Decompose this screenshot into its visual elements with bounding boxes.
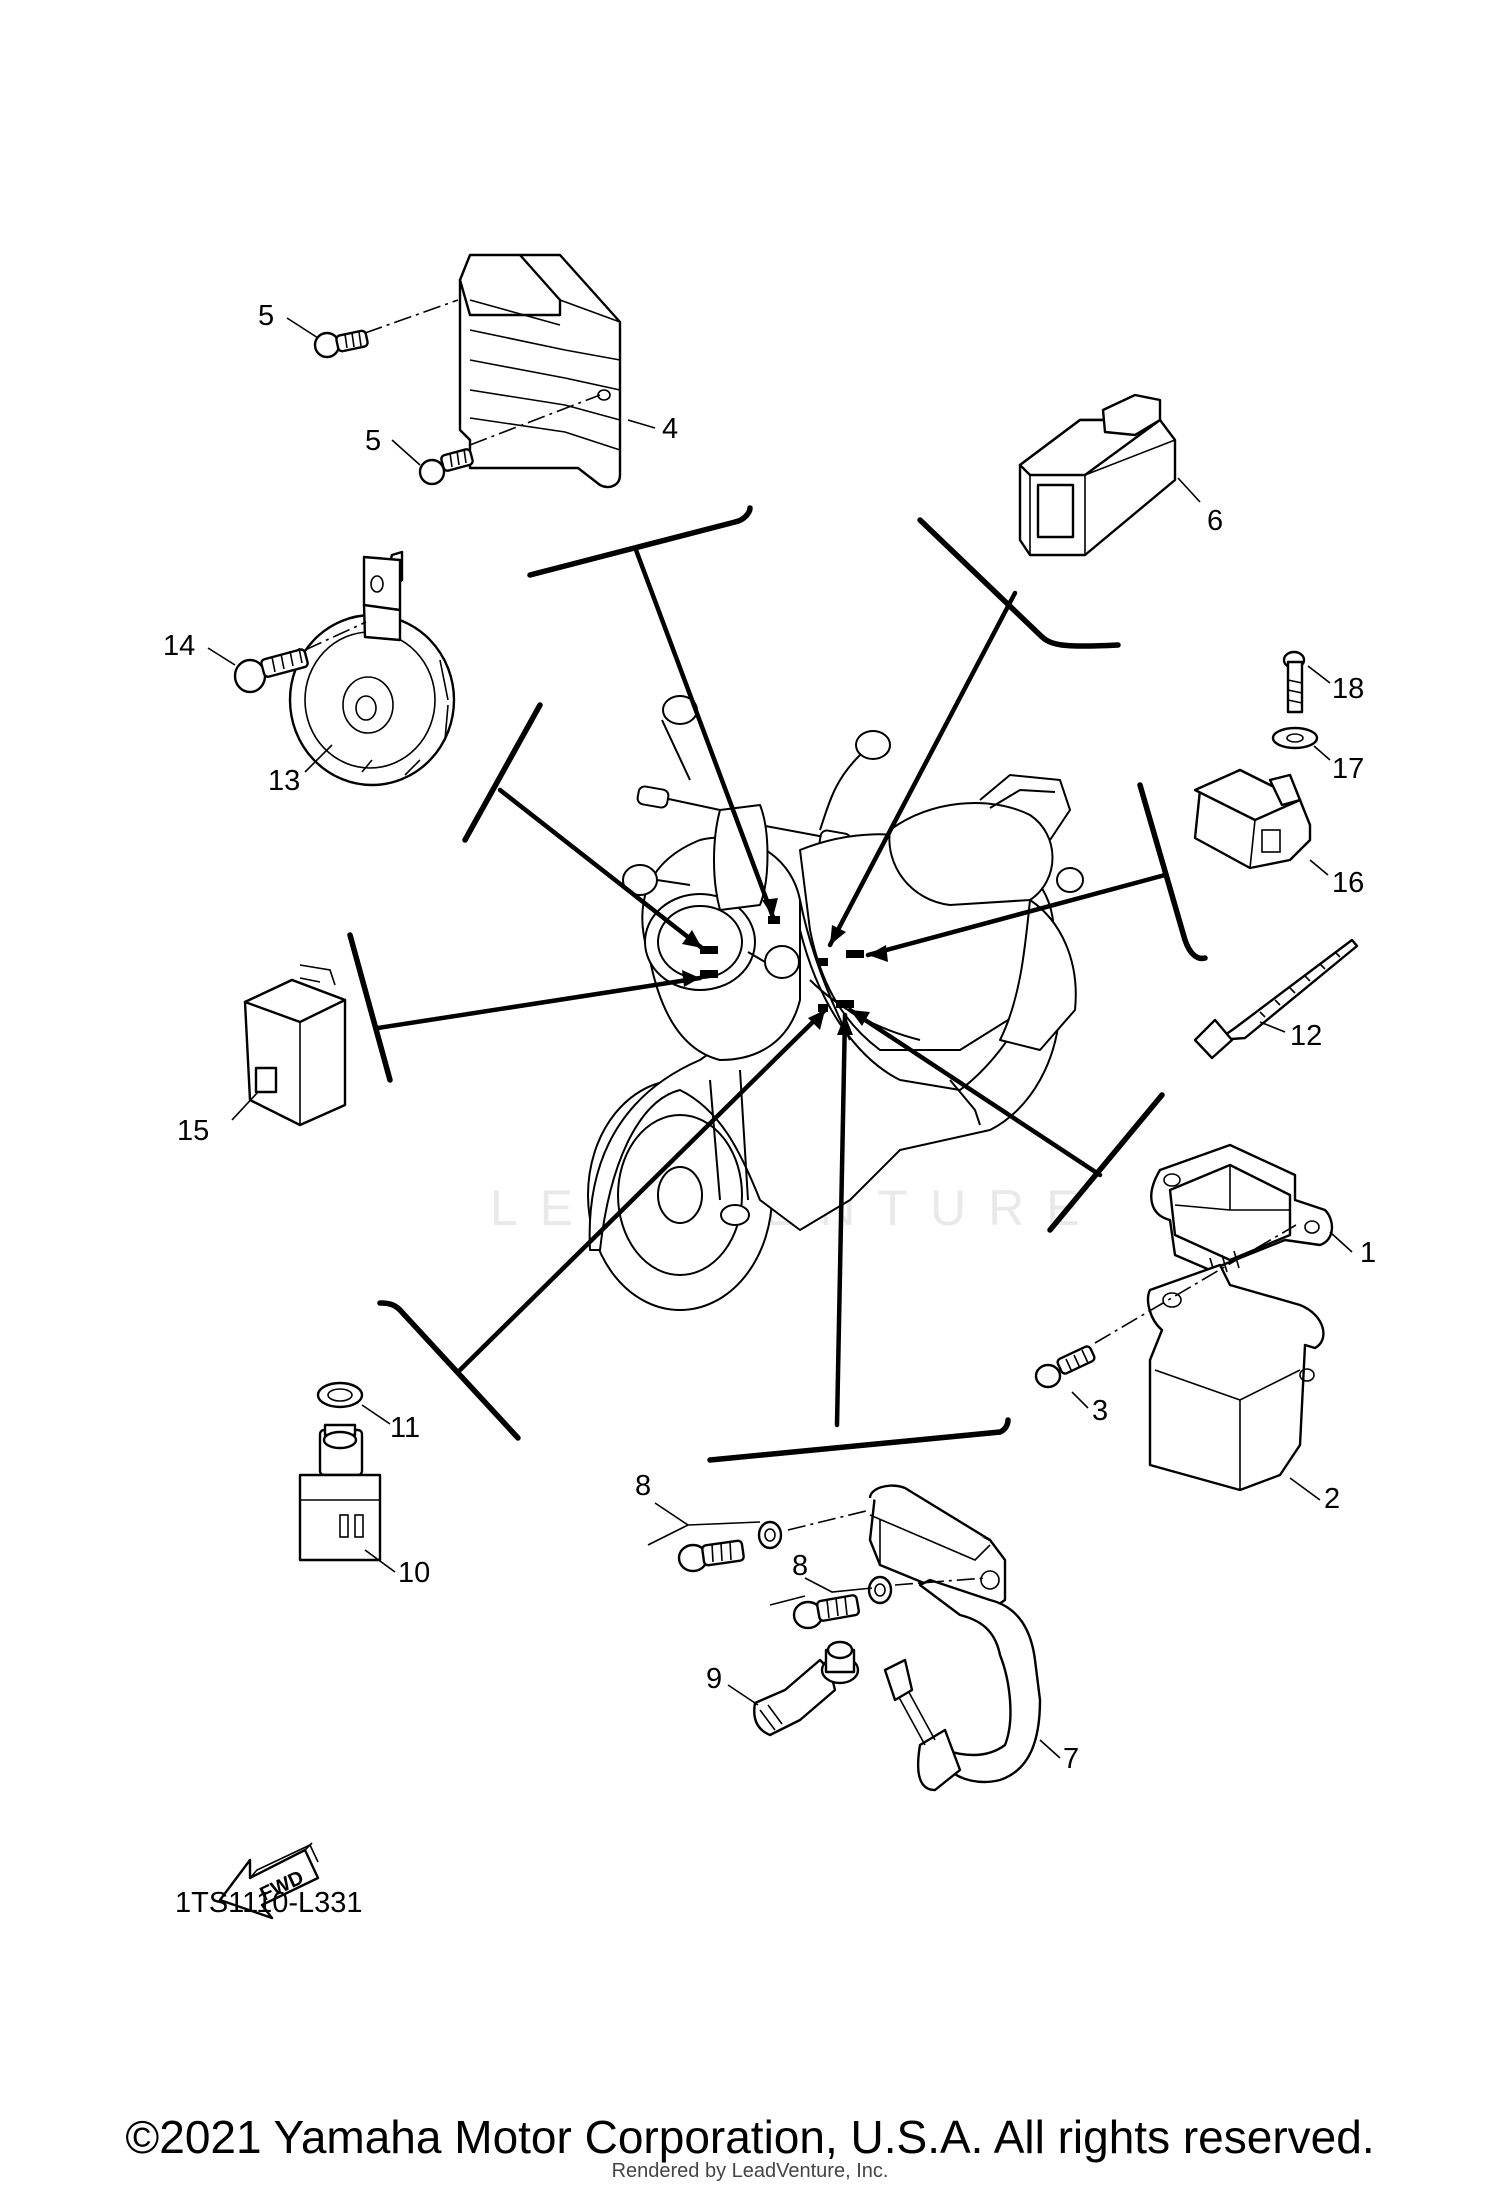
callout-9: 9 bbox=[706, 1663, 722, 1695]
part-16-relay bbox=[1193, 650, 1331, 876]
part-4-rectifier-regulator bbox=[286, 253, 656, 489]
callout-18: 18 bbox=[1332, 673, 1364, 705]
callout-14: 14 bbox=[163, 630, 195, 662]
callout-12: 12 bbox=[1290, 1020, 1322, 1052]
callout-13: 13 bbox=[268, 765, 300, 797]
part-12-cable-band bbox=[1193, 938, 1359, 1060]
screw-5-lower bbox=[418, 448, 474, 486]
group-brackets bbox=[347, 505, 1208, 1463]
screw-5-upper bbox=[313, 329, 369, 359]
callout-6: 6 bbox=[1207, 505, 1223, 537]
part-13-horn bbox=[207, 550, 456, 787]
callout-5-upper: 5 bbox=[258, 300, 274, 332]
callout-8-upper: 8 bbox=[635, 1470, 651, 1502]
part-1-cdi-unit bbox=[1150, 1143, 1353, 1276]
callout-3: 3 bbox=[1092, 1395, 1108, 1427]
callout-8-lower: 8 bbox=[792, 1550, 808, 1582]
part-9-plug-cap bbox=[727, 1640, 860, 1737]
part-6-coupler bbox=[1018, 393, 1201, 557]
callout-17: 17 bbox=[1332, 753, 1364, 785]
callout-11: 11 bbox=[390, 1412, 420, 1444]
part-11-gasket bbox=[316, 1381, 391, 1425]
callout-10: 10 bbox=[398, 1557, 430, 1589]
copyright-notice: ©2021 Yamaha Motor Corporation, U.S.A. A… bbox=[125, 2111, 1375, 2163]
part-8-bolts-washers bbox=[647, 1502, 986, 1630]
callout-2: 2 bbox=[1324, 1483, 1340, 1515]
callout-7: 7 bbox=[1063, 1743, 1079, 1775]
callout-4: 4 bbox=[662, 413, 678, 445]
callout-15: 15 bbox=[177, 1115, 209, 1147]
part-10-neutral-switch bbox=[298, 1423, 396, 1573]
callout-1: 1 bbox=[1360, 1237, 1376, 1269]
motorcycle-illustration bbox=[587, 695, 1084, 1311]
callout-16: 16 bbox=[1332, 867, 1364, 899]
callout-5-lower: 5 bbox=[365, 425, 381, 457]
part-3-bolt bbox=[1034, 1224, 1297, 1409]
part-2-cdi-bracket bbox=[1146, 1263, 1325, 1501]
part-7-ignition-coil bbox=[868, 1484, 1061, 1792]
callout-labels: 1 2 3 4 5 5 6 7 8 8 9 10 11 12 13 14 15 … bbox=[163, 300, 1376, 1775]
rendered-by-credit: Rendered by LeadVenture, Inc. bbox=[611, 2160, 889, 2182]
drawing-code: 1TS1110-L331 bbox=[175, 1887, 363, 1919]
part-15-lighting-relay bbox=[231, 964, 347, 1127]
